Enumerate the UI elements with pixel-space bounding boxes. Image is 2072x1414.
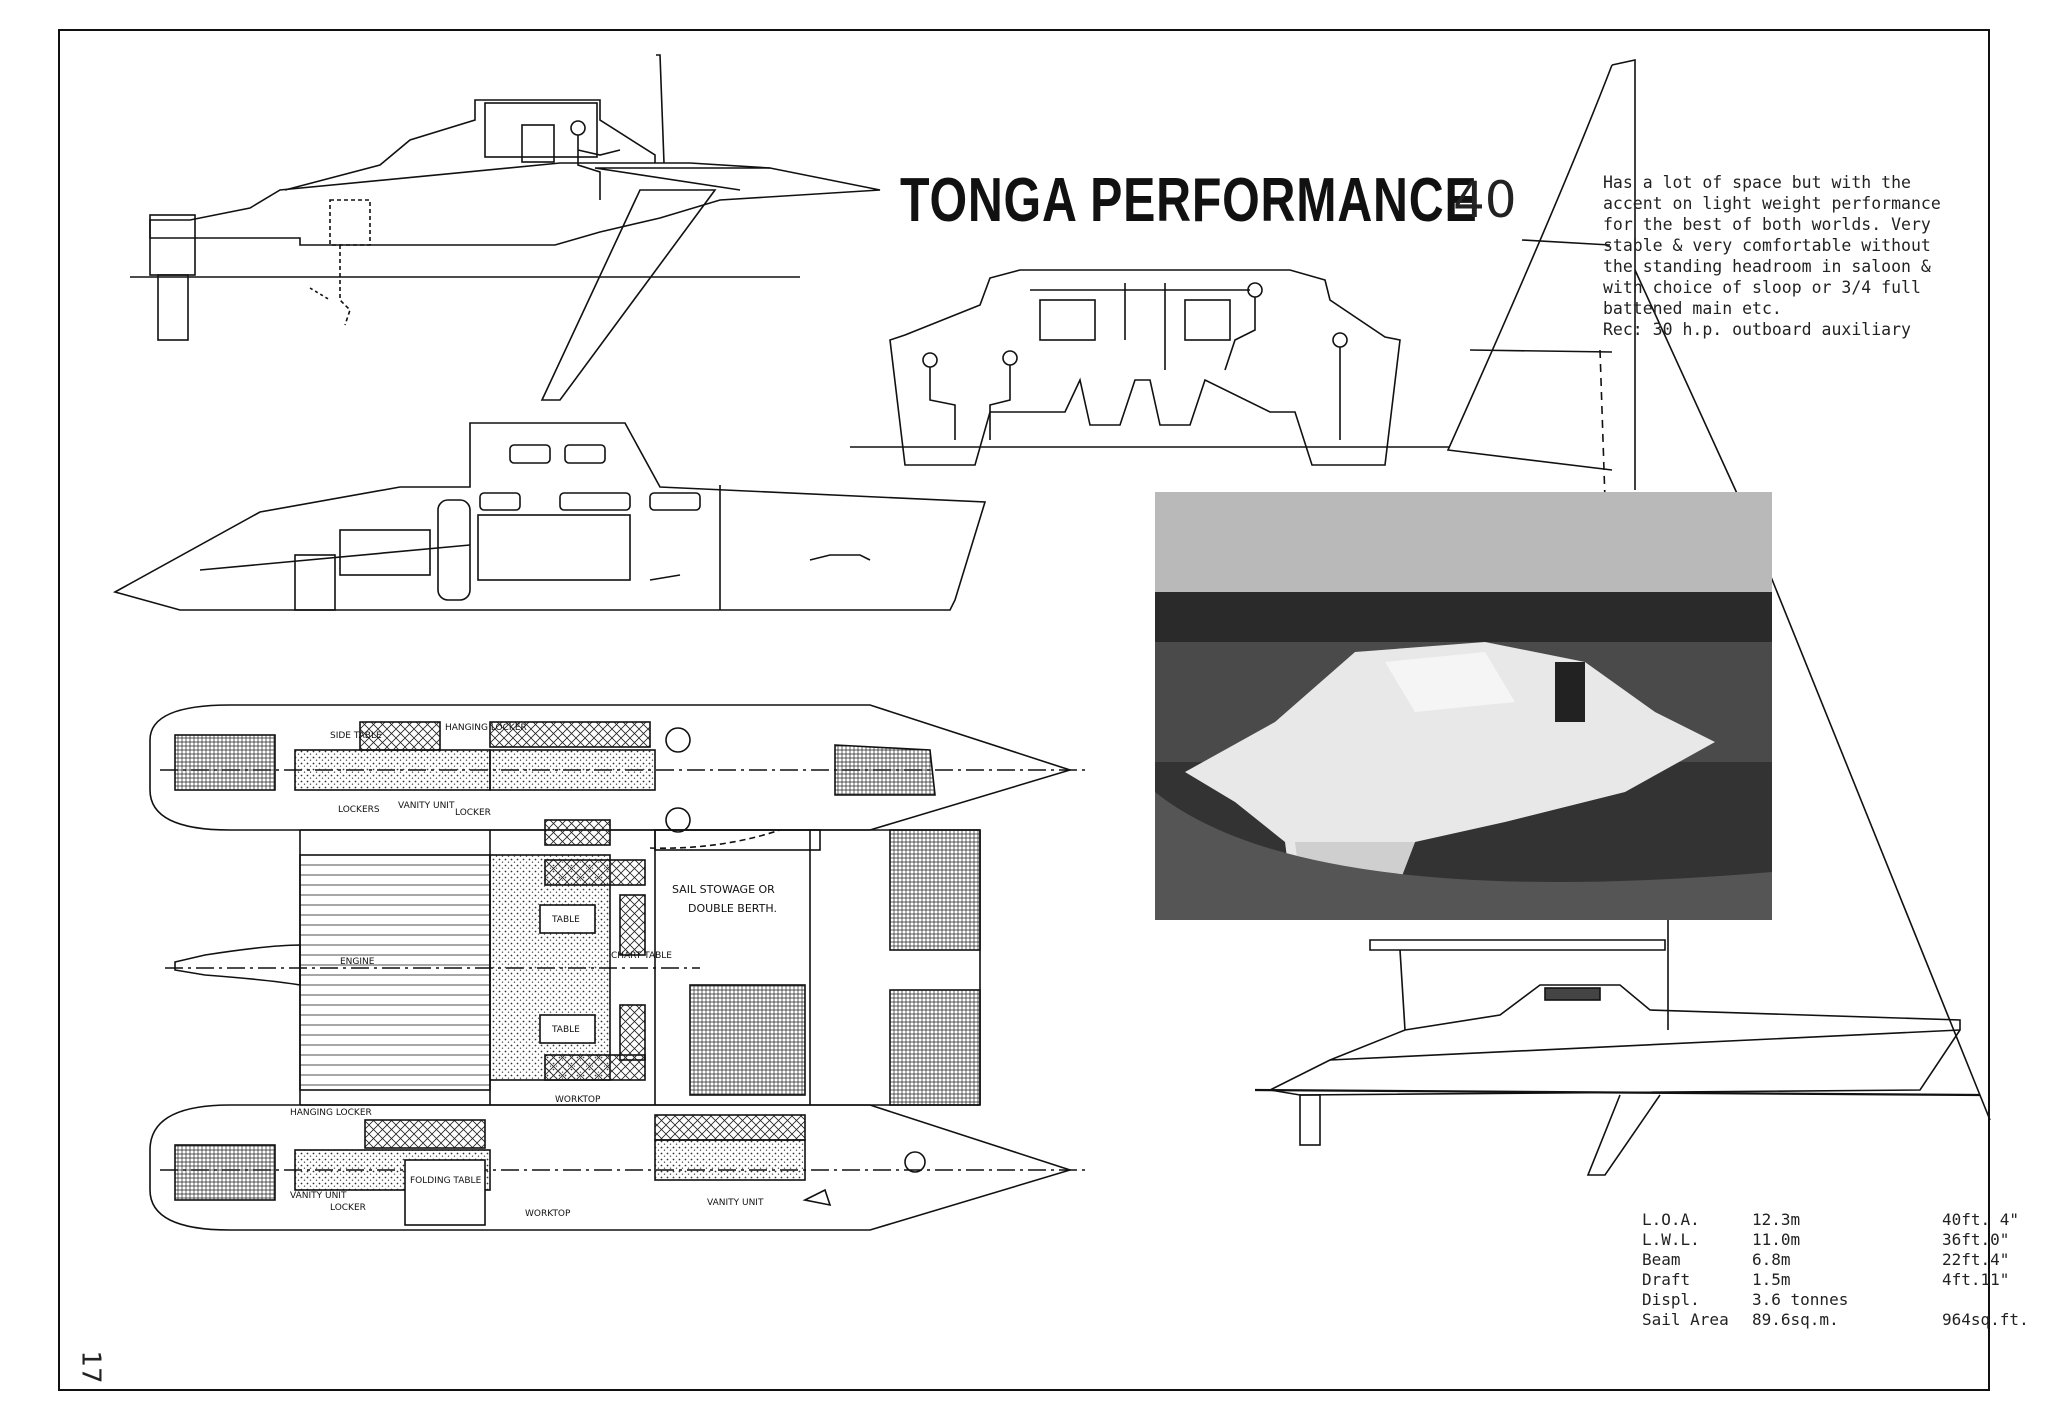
description-line: for the best of both worlds. Very bbox=[1603, 215, 1931, 234]
label-engine: ENGINE bbox=[340, 957, 375, 967]
spec-imperial: 36ft.0" bbox=[1942, 1230, 2010, 1249]
label-locker-bottom: LOCKER bbox=[330, 1203, 366, 1213]
description-line: battened main etc. bbox=[1603, 299, 1782, 318]
label-table-1: TABLE bbox=[551, 915, 580, 925]
spec-imperial: 22ft.4" bbox=[1942, 1250, 2010, 1269]
spec-metric: 3.6 tonnes bbox=[1752, 1290, 1849, 1309]
spec-imperial: 40ft. 4" bbox=[1942, 1210, 2020, 1229]
label-worktop-2: WORKTOP bbox=[525, 1209, 571, 1219]
page-title: TONGA PERFORMANCE 40 bbox=[900, 165, 1640, 236]
description-line: with choice of sloop or 3/4 full bbox=[1603, 278, 1921, 297]
label-chart-table: CHART TABLE bbox=[611, 951, 672, 961]
boat-name: TONGA PERFORMANCE bbox=[900, 166, 1478, 235]
spec-imperial: 4ft.11" bbox=[1942, 1270, 2010, 1289]
spec-label: Beam bbox=[1642, 1250, 1681, 1269]
label-vanity-unit-top: VANITY UNIT bbox=[398, 801, 455, 811]
spec-metric: 6.8m bbox=[1752, 1250, 1791, 1269]
description-line: accent on light weight performance bbox=[1603, 194, 1941, 213]
boat-drawings: SIDE TABLE HANGING LOCKER LOCKERS VANITY… bbox=[112, 54, 1991, 1231]
cross-section-view bbox=[850, 269, 1450, 466]
spec-row: Displ. 3.6 tonnes bbox=[1642, 1290, 2072, 1310]
label-hanging-locker-bottom: HANGING LOCKER bbox=[290, 1108, 372, 1118]
label-worktop-1: WORKTOP bbox=[555, 1095, 601, 1105]
spec-label: Sail Area bbox=[1642, 1310, 1729, 1329]
page-number: 17 bbox=[75, 1350, 106, 1384]
spec-label: L.W.L. bbox=[1642, 1230, 1700, 1249]
spec-label: Displ. bbox=[1642, 1290, 1700, 1309]
spec-row: Beam 6.8m 22ft.4" bbox=[1642, 1250, 2072, 1270]
spec-metric: 12.3m bbox=[1752, 1210, 1801, 1229]
label-sail-stowage: SAIL STOWAGE OR bbox=[672, 883, 775, 896]
catamaran-photo bbox=[1155, 492, 1772, 920]
label-vanity-unit-right: VANITY UNIT bbox=[707, 1198, 764, 1208]
boat-model-number: 40 bbox=[1453, 171, 1517, 229]
specifications-table: L.O.A. 12.3m 40ft. 4" L.W.L. 11.0m 36ft.… bbox=[1642, 1210, 2072, 1330]
deck-plan-view bbox=[149, 704, 1090, 1231]
spec-metric: 1.5m bbox=[1752, 1270, 1791, 1289]
spec-row: Draft 1.5m 4ft.11" bbox=[1642, 1270, 2072, 1290]
description-line: stable & very comfortable without bbox=[1603, 236, 1931, 255]
label-folding-table: FOLDING TABLE bbox=[410, 1176, 482, 1186]
label-double-berth: DOUBLE BERTH. bbox=[688, 902, 777, 915]
description-line: the standing headroom in saloon & bbox=[1603, 257, 1931, 276]
label-table-2: TABLE bbox=[551, 1025, 580, 1035]
label-side-table: SIDE TABLE bbox=[330, 731, 382, 741]
spec-row: L.W.L. 11.0m 36ft.0" bbox=[1642, 1230, 2072, 1250]
boat-description: Has a lot of space but with the accent o… bbox=[1603, 172, 1963, 340]
label-locker-top: LOCKER bbox=[455, 808, 491, 818]
lower-sail-profile bbox=[1254, 920, 1981, 1176]
spec-label: Draft bbox=[1642, 1270, 1691, 1289]
profile-outboard-view bbox=[130, 54, 881, 401]
spec-label: L.O.A. bbox=[1642, 1210, 1700, 1229]
plan-labels: SIDE TABLE HANGING LOCKER LOCKERS VANITY… bbox=[290, 723, 777, 1219]
spec-row: Sail Area 89.6sq.m. 964sq.ft. bbox=[1642, 1310, 2072, 1330]
sail-plan bbox=[1446, 59, 1991, 1121]
description-line: Rec: 30 h.p. outboard auxiliary bbox=[1603, 320, 1911, 339]
page-border bbox=[58, 29, 1990, 1391]
spec-metric: 11.0m bbox=[1752, 1230, 1801, 1249]
description-line: Has a lot of space but with the bbox=[1603, 173, 1911, 192]
interior-profile-view bbox=[112, 422, 987, 611]
spec-imperial bbox=[1942, 1290, 2072, 1310]
label-lockers: LOCKERS bbox=[338, 805, 380, 815]
label-vanity-unit-bottom: VANITY UNIT bbox=[290, 1191, 347, 1201]
label-hanging-locker-top: HANGING LOCKER bbox=[445, 723, 527, 733]
spec-row: L.O.A. 12.3m 40ft. 4" bbox=[1642, 1210, 2072, 1230]
spec-imperial: 964sq.ft. bbox=[1942, 1310, 2029, 1329]
spec-metric: 89.6sq.m. bbox=[1752, 1310, 1839, 1329]
